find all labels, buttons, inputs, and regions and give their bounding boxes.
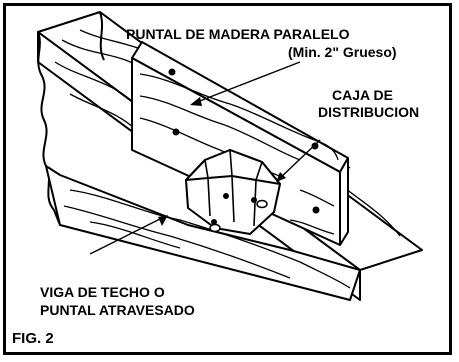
joist-label-line2: PUNTAL ATRAVESADO [40, 302, 195, 318]
joist-end-edge [99, 11, 105, 61]
junction-box-edges [185, 149, 281, 227]
leader-box [277, 139, 321, 181]
leader-stud [191, 61, 301, 105]
stud-label-line1: PUNTAL DE MADERA PARALELO [126, 26, 350, 42]
figure-number: FIG. 2 [12, 330, 54, 347]
joist-end-grain [37, 31, 61, 226]
joist-lower-body [45, 165, 361, 301]
leader-arrowheads [158, 97, 286, 226]
joist-lower-grain [63, 189, 351, 289]
stud-right-face [339, 157, 349, 246]
leader-lines [89, 61, 321, 255]
leader-joist [89, 215, 167, 255]
nail-dots [168, 68, 320, 214]
junction-box-knockouts [209, 193, 268, 233]
box-label-line1: CAJA DE [332, 87, 393, 103]
box-label-line2: DISTRIBUCION [318, 104, 420, 120]
stud-label-line2: (Min. 2" Grueso) [288, 44, 397, 60]
joist-label-line1: VIGA DE TECHO O [40, 284, 165, 300]
